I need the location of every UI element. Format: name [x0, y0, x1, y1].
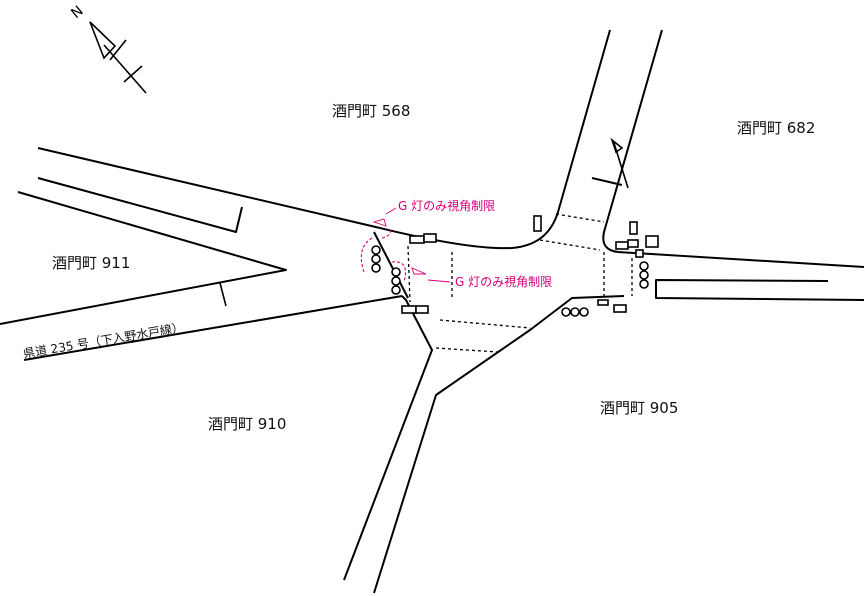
area-label-ne: 酒門町 682: [737, 119, 815, 137]
route-label: 県道 235 号（下入野水戸線）: [22, 319, 185, 361]
north-arrow-icon: N: [68, 3, 147, 94]
north-label: N: [68, 3, 86, 22]
note-upper: G 灯のみ視角制限: [398, 198, 495, 213]
traffic-signals: [371, 215, 659, 317]
area-label-sw: 酒門町 910: [208, 415, 286, 433]
note-lower: G 灯のみ視角制限: [455, 274, 552, 289]
area-label-w: 酒門町 911: [52, 254, 130, 272]
west-road: [0, 147, 381, 325]
crosswalks: [407, 213, 633, 353]
viewing-angle-callouts: [360, 207, 451, 283]
area-label-se: 酒門町 905: [600, 399, 678, 417]
route-235-road: [23, 295, 403, 361]
area-label-nw: 酒門町 568: [332, 102, 410, 120]
